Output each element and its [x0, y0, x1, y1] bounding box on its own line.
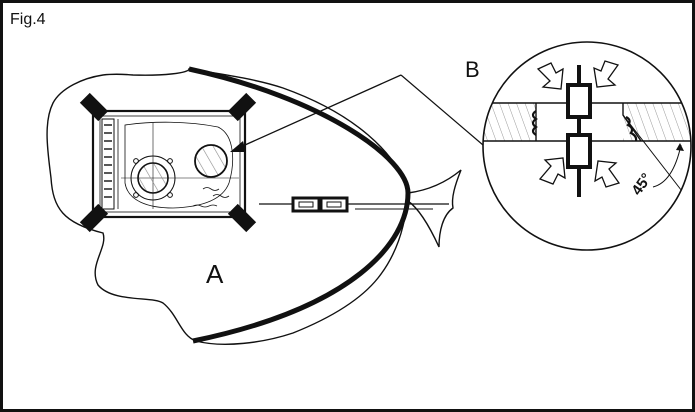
detail-circle	[482, 41, 692, 251]
figure-caption: Fig.4	[10, 11, 46, 28]
label-a: A	[206, 259, 224, 289]
angle-label: 45°	[628, 170, 655, 198]
pointer-arrow	[230, 74, 484, 152]
ice-outline	[46, 68, 409, 345]
diagram-canvas: Fig.4	[10, 11, 692, 345]
vertical-chain	[566, 65, 592, 197]
tail-shape	[407, 169, 462, 248]
load-arrows	[536, 60, 621, 188]
label-b: B	[465, 57, 480, 82]
device-box	[79, 92, 257, 233]
chain-links	[291, 196, 349, 213]
